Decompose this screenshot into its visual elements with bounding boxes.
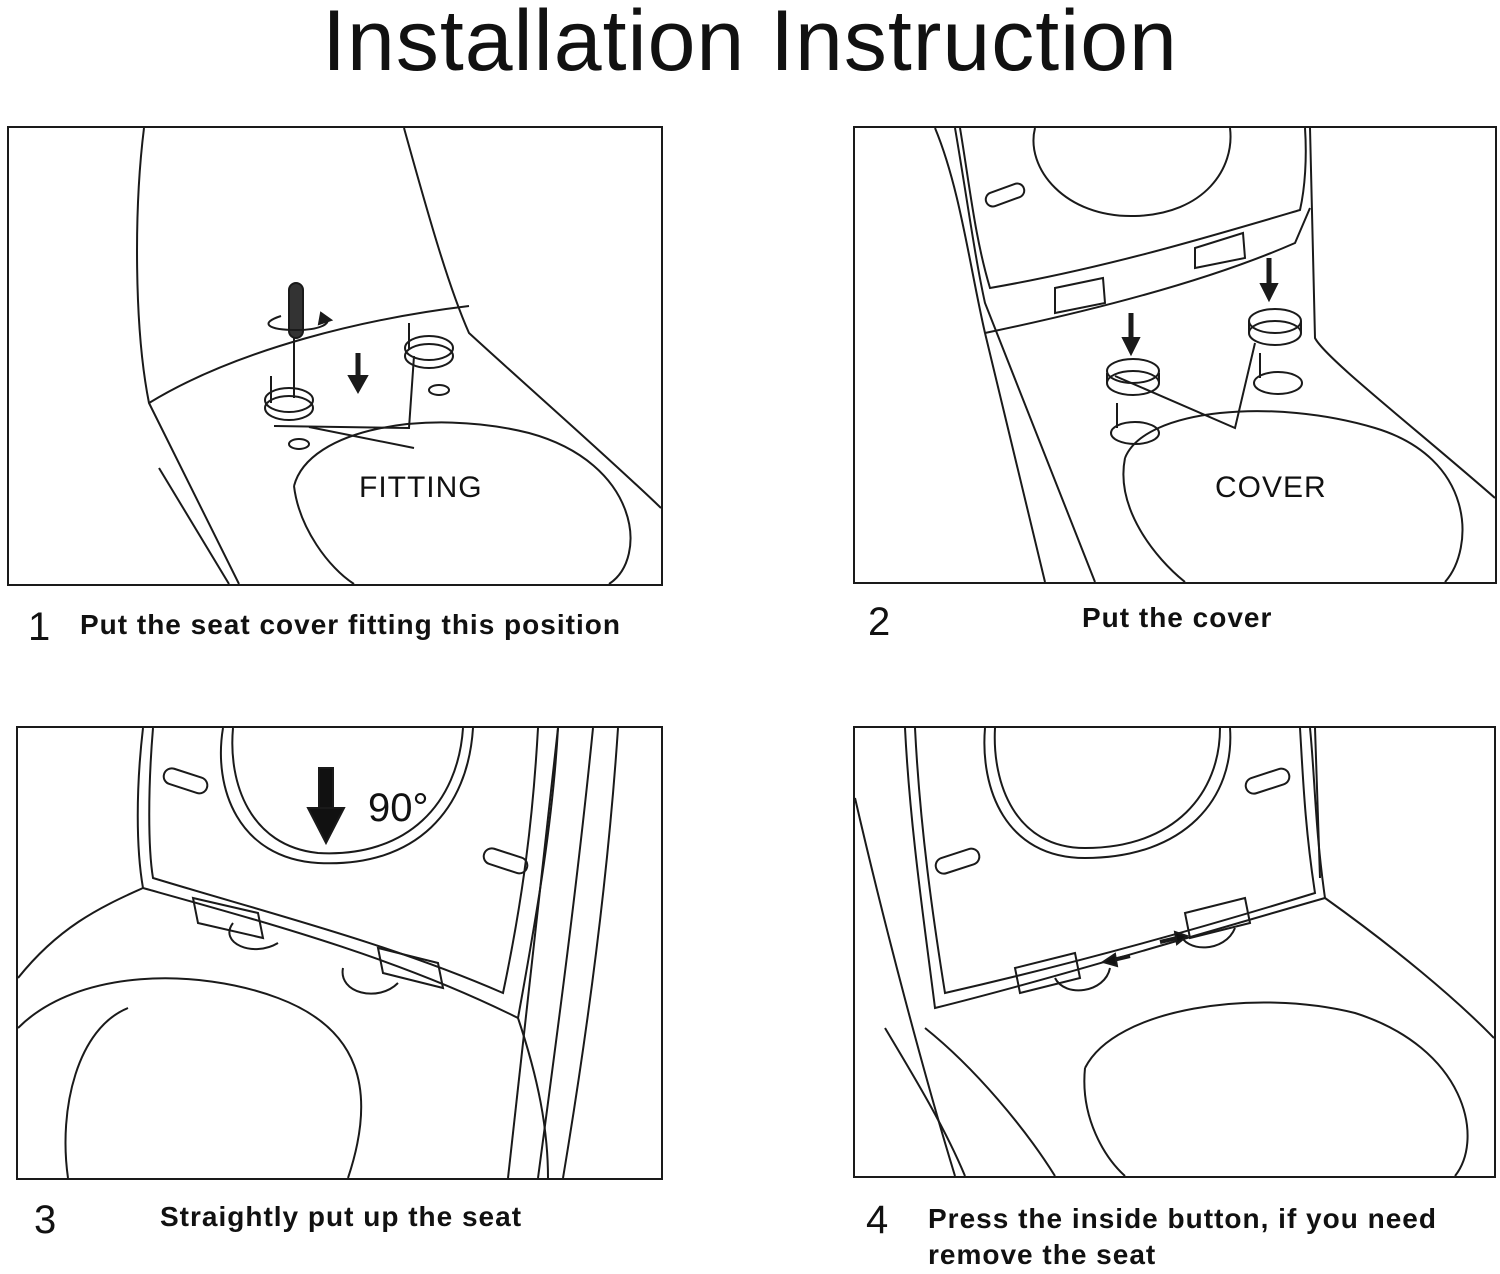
step-4-caption-line-1: Press the inside button, if you need bbox=[928, 1203, 1437, 1234]
step-2-caption: Put the cover bbox=[1082, 602, 1273, 633]
step-4-caption-line-2: remove the seat bbox=[928, 1239, 1157, 1270]
toilet-seat-up-drawing bbox=[18, 728, 661, 1178]
step-3-caption: Straightly put up the seat bbox=[160, 1201, 523, 1232]
step-2-number: 2 bbox=[868, 600, 891, 644]
step-1-number: 1 bbox=[28, 605, 51, 649]
step-2-illustration: COVER bbox=[853, 126, 1497, 584]
page-title: Installation Instruction bbox=[322, 0, 1178, 89]
step-3-illustration: 90° bbox=[16, 726, 663, 1180]
step-4-illustration bbox=[853, 726, 1496, 1178]
cover-label: COVER bbox=[1215, 471, 1327, 504]
toilet-seat-removal-drawing bbox=[855, 728, 1494, 1176]
step-4-number: 4 bbox=[866, 1198, 889, 1242]
step-1-caption: Put the seat cover fitting this position bbox=[80, 609, 621, 640]
toilet-cover-drawing bbox=[855, 128, 1495, 582]
fitting-label: FITTING bbox=[359, 471, 483, 504]
step-1-illustration: FITTING bbox=[7, 126, 663, 586]
toilet-fitting-drawing bbox=[9, 128, 661, 584]
angle-label: 90° bbox=[368, 786, 429, 830]
step-3-number: 3 bbox=[34, 1198, 57, 1242]
